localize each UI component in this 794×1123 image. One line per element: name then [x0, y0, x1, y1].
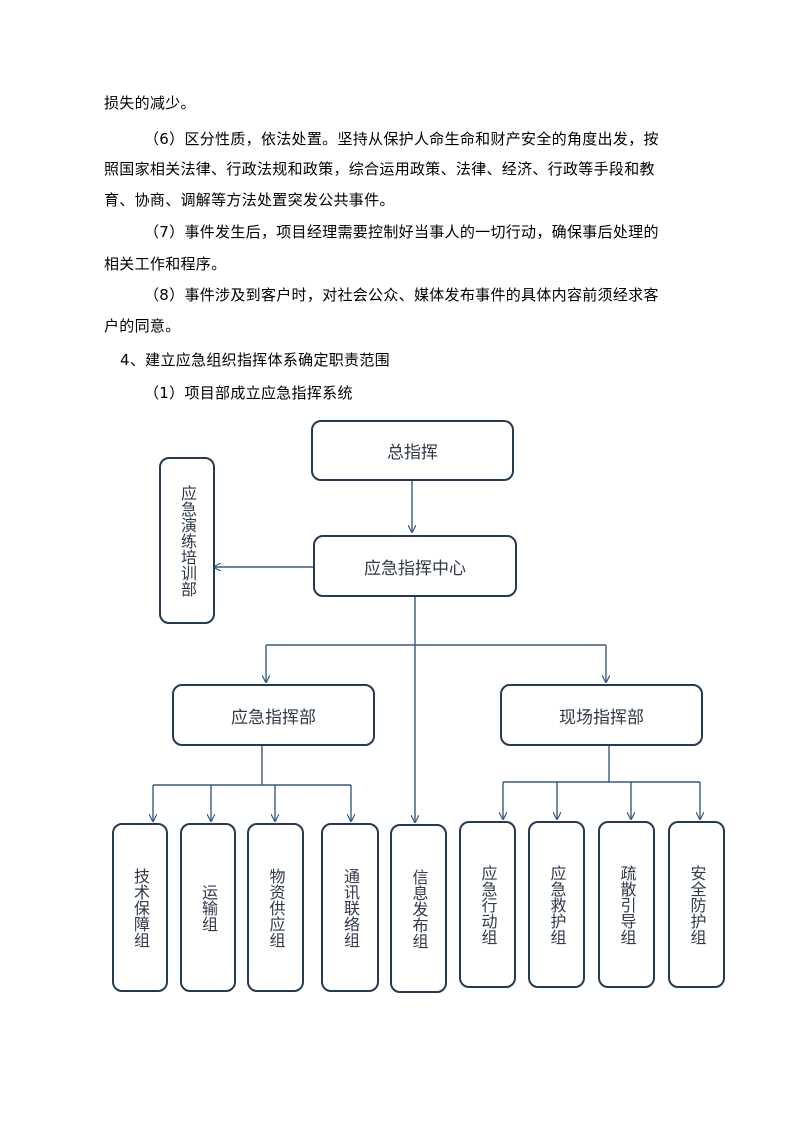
group-box-transport: 运输组 [180, 823, 236, 992]
paragraph-line: （7）事件发生后，项目经理需要控制好当事人的一切行动，确保事后处理的 [144, 223, 659, 241]
command-center-box: 应急指挥中心 [313, 535, 517, 597]
commander-box: 总指挥 [311, 420, 514, 481]
group-label-tech: 技术保障组 [131, 867, 150, 948]
paragraph-line: 育、协商、调解等方法处置突发公共事件。 [104, 191, 395, 209]
group-label-transport: 运输组 [199, 883, 218, 932]
group-label-safety: 安全防护组 [687, 864, 707, 945]
site-command-dept-label: 现场指挥部 [559, 707, 644, 728]
command-center-label: 应急指挥中心 [364, 558, 466, 579]
paragraph-line: 损失的减少。 [104, 94, 196, 112]
group-label-supply: 物资供应组 [266, 867, 286, 948]
paragraph-line: 照国家相关法律、行政法规和政策，综合运用政策、法律、经济、行政等手段和教 [104, 160, 655, 178]
group-box-info: 信息发布组 [390, 824, 447, 993]
group-box-comm: 通讯联络组 [321, 823, 379, 992]
group-box-action: 应急行动组 [459, 821, 516, 988]
group-label-comm: 通讯联络组 [341, 867, 360, 948]
emergency-command-dept-label: 应急指挥部 [231, 707, 316, 728]
group-label-evacuation: 疏散引导组 [617, 864, 637, 945]
section-heading: 4、建立应急组织指挥体系确定职责范围 [120, 351, 390, 369]
subheading: （1）项目部成立应急指挥系统 [144, 384, 353, 402]
paragraph-line: 相关工作和程序。 [104, 255, 227, 273]
training-dept-box: 应急演练培训部 [159, 457, 215, 624]
site-command-dept-box: 现场指挥部 [500, 684, 703, 746]
paragraph-line: 户的同意。 [104, 317, 181, 335]
group-box-tech: 技术保障组 [112, 823, 168, 992]
group-box-evacuation: 疏散引导组 [598, 821, 655, 988]
paragraph-line: （6）区分性质，依法处置。坚持从保护人命生命和财产安全的角度出发，按 [144, 130, 659, 148]
group-box-supply: 物资供应组 [247, 823, 304, 992]
training-dept-label: 应急演练培训部 [178, 484, 197, 597]
paragraph-line: （8）事件涉及到客户时，对社会公众、媒体发布事件的具体内容前须经求客 [144, 286, 659, 304]
group-label-info: 信息发布组 [409, 868, 429, 949]
commander-label: 总指挥 [387, 443, 438, 463]
emergency-command-dept-box: 应急指挥部 [172, 684, 375, 746]
group-box-safety: 安全防护组 [668, 821, 725, 988]
group-label-action: 应急行动组 [478, 864, 498, 945]
group-label-rescue: 应急救护组 [547, 864, 567, 945]
group-box-rescue: 应急救护组 [528, 821, 585, 988]
